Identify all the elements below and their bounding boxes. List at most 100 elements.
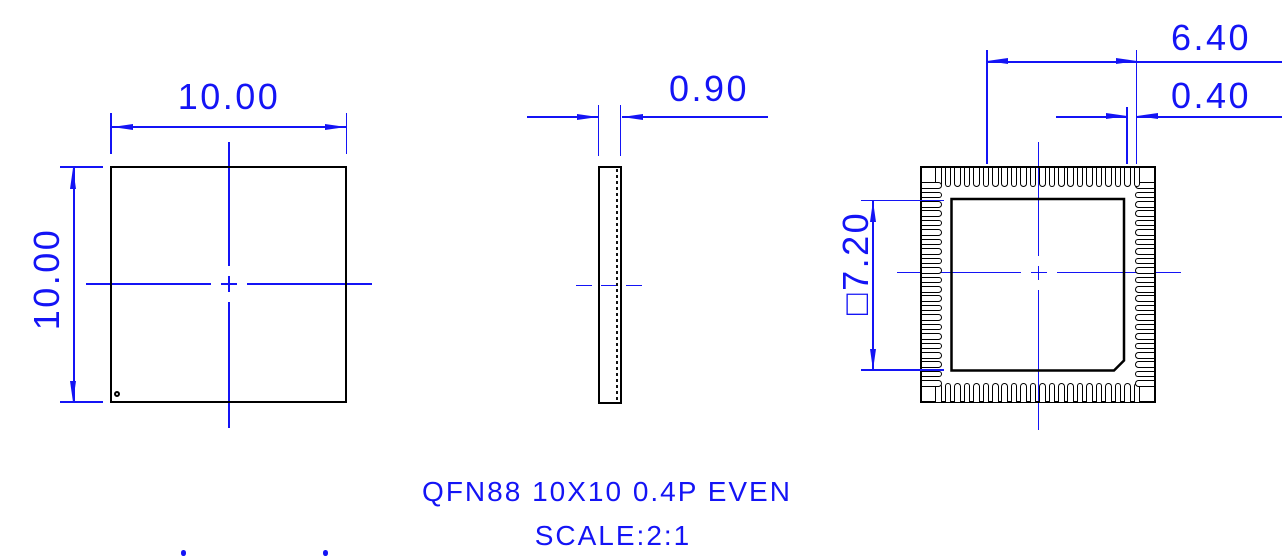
pad-bottom xyxy=(973,382,980,402)
pad-left xyxy=(922,200,942,208)
dim-thickness-arrow-right xyxy=(621,113,643,120)
pad-right xyxy=(1134,295,1154,302)
dim-pitch-text: 0.40 xyxy=(1170,75,1252,116)
pad-bottom xyxy=(1114,382,1122,402)
pad-left xyxy=(922,370,942,378)
dim-thickness-ext-left xyxy=(597,105,600,156)
dim-height-line xyxy=(73,167,75,402)
pad-right xyxy=(1134,352,1154,359)
pad-bottom xyxy=(1095,382,1103,402)
pad-top xyxy=(1058,167,1065,187)
pad-right xyxy=(1134,333,1154,340)
pad-bottom xyxy=(1076,382,1084,402)
pin1-indicator xyxy=(114,390,120,397)
pad-right xyxy=(1134,229,1154,236)
pad-left xyxy=(922,380,942,387)
dim-span-ext-right xyxy=(1135,50,1138,164)
side-view-centerline xyxy=(576,284,646,287)
pad-right xyxy=(1134,238,1154,246)
exposed-pad-outline xyxy=(950,197,1126,372)
pad-left xyxy=(922,219,942,227)
pad-bottom xyxy=(1020,382,1027,402)
dim-width-text: 10.00 xyxy=(177,76,281,117)
dim-width-line xyxy=(111,126,346,129)
dim-height-ext-bottom xyxy=(60,401,103,403)
pad-bottom xyxy=(1124,382,1131,402)
pad-left xyxy=(922,295,942,302)
dim-thickness-line-right xyxy=(621,116,768,119)
pad-left xyxy=(922,352,942,359)
bottom-view-outline xyxy=(919,166,1156,403)
pad-bottom xyxy=(1010,382,1018,402)
dim-height-arrow-up xyxy=(70,167,77,189)
dim-epad-arrow-down xyxy=(869,348,876,370)
pad-bottom xyxy=(963,382,971,402)
pad-top xyxy=(982,167,990,187)
pad-left xyxy=(922,276,942,284)
dim-height-ext-top xyxy=(60,166,103,168)
pad-left xyxy=(922,333,942,340)
pad-top xyxy=(1029,167,1037,187)
pad-bottom xyxy=(982,382,990,402)
pad-top xyxy=(954,167,961,187)
dim-width-arrow-left xyxy=(112,123,133,130)
pad-right xyxy=(1134,314,1154,321)
side-view-hidden-line xyxy=(615,169,618,400)
dim-span-ext-left xyxy=(986,50,988,164)
pad-top xyxy=(1095,167,1103,187)
pad-left xyxy=(922,267,942,274)
pad-right xyxy=(1134,219,1154,227)
pad-bottom xyxy=(1067,382,1075,402)
pad-right xyxy=(1134,248,1154,255)
top-view-vertical-centerline xyxy=(227,142,230,428)
pad-top xyxy=(1020,167,1027,187)
dim-epad-line xyxy=(872,200,874,370)
dim-pitch-ext-left xyxy=(1126,107,1129,164)
dim-epad-ext-top xyxy=(861,199,944,202)
dim-width-ext-left xyxy=(110,113,112,154)
pad-left xyxy=(922,238,942,246)
pad-left xyxy=(922,229,942,236)
pad-left xyxy=(922,191,942,199)
pad-left xyxy=(922,210,942,217)
pad-right xyxy=(1134,267,1154,274)
dim-width-arrow-right xyxy=(325,123,346,130)
pad-left xyxy=(922,342,942,350)
dim-epad-ext-bottom xyxy=(861,369,944,371)
dim-width-ext-right xyxy=(345,113,348,154)
pad-left xyxy=(922,361,942,369)
pad-top xyxy=(1010,167,1018,187)
pad-right xyxy=(1134,191,1154,199)
pad-top xyxy=(963,167,971,187)
pad-right xyxy=(1134,257,1154,265)
dim-thickness-line-left xyxy=(527,116,598,119)
pad-bottom xyxy=(954,382,961,402)
dim-epad-arrow-up xyxy=(869,200,876,222)
dim-height-text: 10.00 xyxy=(26,227,67,331)
dim-pitch-arrow-left xyxy=(1105,113,1127,120)
cutoff-parenthesis-left xyxy=(181,550,186,556)
dim-span-text: 6.40 xyxy=(1170,17,1252,58)
pad-right xyxy=(1134,304,1154,312)
pad-top xyxy=(1114,167,1122,187)
dim-height-arrow-down xyxy=(70,381,77,402)
pad-top xyxy=(1105,167,1112,187)
pad-left xyxy=(922,314,942,321)
pad-bottom xyxy=(1086,382,1093,402)
pad-right xyxy=(1134,323,1154,331)
pad-left xyxy=(922,304,942,312)
pad-bottom xyxy=(1058,382,1065,402)
pad-bottom xyxy=(1039,382,1046,402)
pad-top xyxy=(973,167,980,187)
pad-bottom xyxy=(1029,382,1037,402)
pad-right xyxy=(1134,342,1154,350)
pad-top xyxy=(1039,167,1046,187)
pad-top xyxy=(944,167,952,187)
pad-left xyxy=(922,182,942,189)
pad-top xyxy=(1067,167,1075,187)
side-view-outline xyxy=(598,166,622,404)
dim-thickness-ext-right xyxy=(619,105,622,156)
pad-right xyxy=(1134,276,1154,284)
pad-right xyxy=(1134,370,1154,378)
pad-right xyxy=(1134,285,1154,293)
